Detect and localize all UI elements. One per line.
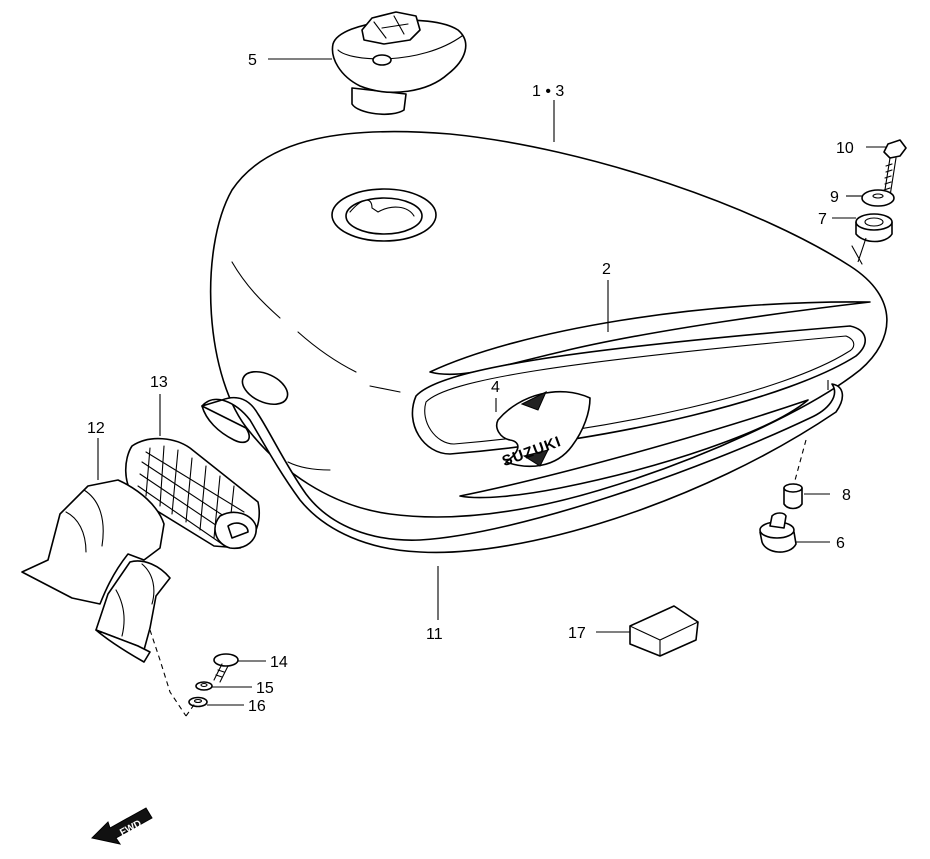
callout-4: 4	[491, 379, 500, 396]
callout-9: 9	[830, 189, 839, 206]
spacer-8	[783, 483, 803, 510]
washer-9	[861, 189, 895, 207]
callouts: 1 • 3 2 4 5 6 7 8 9 10 11 12 13 14 15 16…	[87, 52, 854, 715]
fwd-arrow-icon: FWD	[90, 807, 153, 845]
washer-15	[195, 681, 213, 691]
callout-5: 5	[248, 52, 257, 69]
callout-7: 7	[818, 211, 827, 228]
damper-17	[629, 605, 699, 657]
cushion-7	[855, 213, 893, 243]
callout-15: 15	[256, 680, 274, 697]
fuel-tank: SUZUKI	[209, 130, 888, 518]
callout-12: 12	[87, 420, 105, 437]
callout-11: 11	[426, 626, 443, 643]
callout-10: 10	[836, 140, 854, 157]
callout-13: 13	[150, 374, 168, 391]
screw-14	[213, 653, 239, 683]
callout-17: 17	[568, 625, 586, 642]
bolt-10	[883, 139, 907, 197]
leader-lines	[97, 58, 886, 717]
callout-8: 8	[842, 487, 851, 504]
callout-16: 16	[248, 698, 266, 715]
washer-16	[188, 696, 208, 708]
callout-1-3: 1 • 3	[532, 83, 564, 100]
cushion-13	[124, 437, 260, 550]
fuel-cap	[331, 11, 467, 116]
bracket-12	[21, 479, 171, 663]
callout-2: 2	[602, 261, 611, 278]
callout-6: 6	[836, 535, 845, 552]
cushion-6	[759, 512, 797, 553]
fuel-tank-grommet	[201, 370, 844, 554]
callout-14: 14	[270, 654, 288, 671]
